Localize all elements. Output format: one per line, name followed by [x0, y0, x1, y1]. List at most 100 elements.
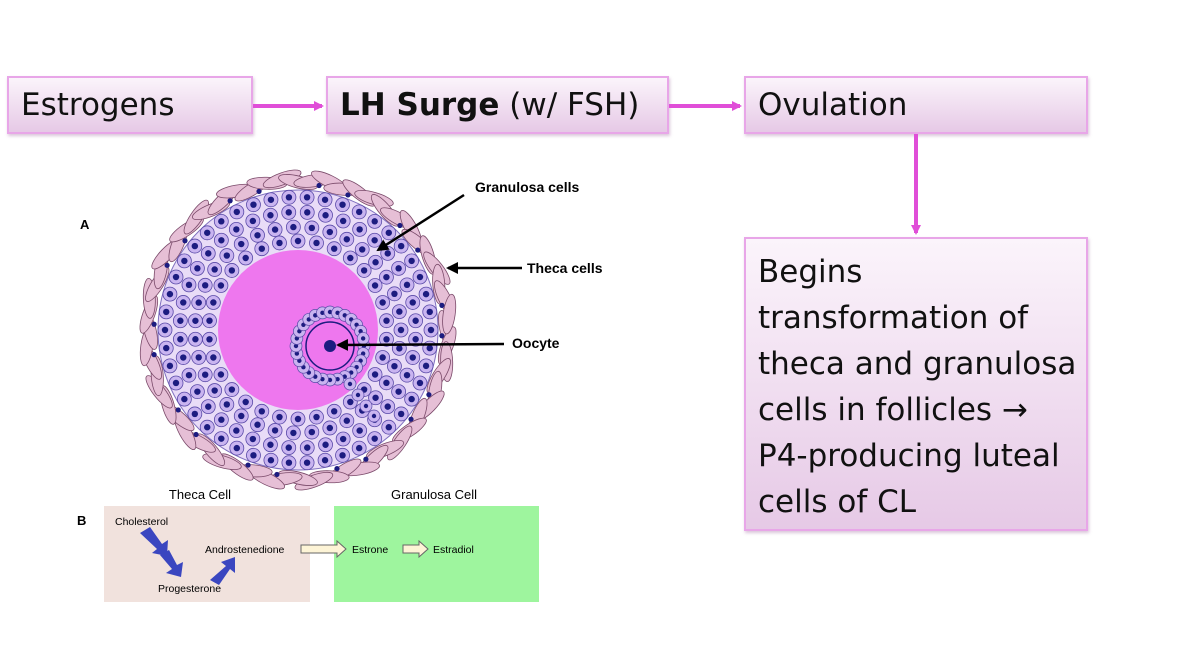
- granulosa-nucleus: [355, 208, 363, 216]
- granulosa-nucleus: [355, 444, 363, 452]
- granulosa-nucleus: [330, 245, 338, 252]
- granulosa-nucleus: [206, 317, 213, 324]
- cumulus-nucleus: [360, 336, 366, 341]
- granulosa-nucleus: [271, 226, 279, 233]
- granulosa-nucleus: [180, 354, 187, 361]
- androstenedione-label: Androstenedione: [205, 544, 285, 556]
- granulosa-nucleus: [204, 229, 211, 236]
- transformation-line: transformation of: [758, 300, 1029, 336]
- granulosa-nucleus: [395, 388, 402, 395]
- granulosa-nucleus: [191, 410, 199, 418]
- theca-nucleus: [256, 188, 262, 194]
- granulosa-nucleus: [321, 457, 329, 464]
- granulosa-nucleus: [383, 336, 390, 343]
- theca-nucleus: [363, 456, 369, 462]
- granulosa-cell-panel: [334, 506, 539, 602]
- granulosa-nucleus: [218, 416, 225, 423]
- theca-nucleus: [439, 333, 445, 339]
- cumulus-nucleus: [327, 377, 333, 383]
- granulosa-nucleus: [422, 362, 430, 370]
- granulosa-nucleus: [359, 246, 366, 253]
- estradiol-label: Estradiol: [433, 544, 474, 556]
- granulosa-nucleus: [285, 444, 292, 451]
- granulosa-nucleus: [194, 388, 201, 395]
- lh-surge-note: (w/ FSH): [499, 87, 640, 123]
- theca-nucleus: [345, 192, 351, 198]
- granulosa-nucleus: [161, 326, 169, 334]
- granulosa-nucleus: [202, 282, 209, 289]
- androstenedione-to-estrone-arrow: [300, 539, 347, 559]
- granulosa-nucleus: [249, 217, 257, 225]
- granulosa-nucleus: [217, 371, 225, 378]
- granulosa-nucleus: [313, 413, 320, 421]
- cumulus-nucleus: [320, 310, 325, 316]
- cumulus-cells: [289, 305, 381, 423]
- granulosa-nucleus: [396, 308, 403, 315]
- granulosa-nucleus: [211, 266, 218, 273]
- granulosa-nucleus: [242, 398, 249, 406]
- transformation-box: Begins transformation of theca and granu…: [744, 237, 1088, 531]
- panel-b-label: B: [77, 513, 86, 528]
- progesterone-to-androstenedione-arrow: [210, 557, 235, 585]
- granulosa-nucleus: [267, 457, 275, 464]
- granulosa-nucleus: [194, 265, 201, 272]
- granulosa-nucleus: [177, 336, 184, 343]
- granulosa-nucleus: [218, 435, 225, 442]
- granulosa-nucleus: [195, 354, 202, 361]
- granulosa-nucleus: [195, 299, 202, 306]
- cumulus-nucleus: [327, 309, 333, 315]
- granulosa-nucleus: [177, 317, 184, 324]
- estrogens-box: Estrogens: [7, 76, 253, 134]
- granulosa-nucleus: [233, 444, 241, 452]
- granulosa-nucleus: [356, 226, 363, 233]
- theca-cell-title: Theca Cell: [169, 487, 231, 502]
- granulosa-nucleus: [391, 362, 398, 370]
- oocyte-label: Oocyte: [512, 335, 560, 351]
- granulosa-nucleus: [408, 257, 415, 265]
- granulosa-nucleus: [204, 424, 211, 431]
- estrone-to-estradiol-arrow: [402, 539, 429, 559]
- granulosa-nucleus: [166, 290, 174, 298]
- cumulus-nucleus: [371, 413, 377, 419]
- granulosa-nucleus: [228, 267, 236, 274]
- granulosa-nucleus: [254, 421, 261, 428]
- granulosa-nucleus: [205, 403, 212, 410]
- granulosa-nucleus: [391, 290, 398, 298]
- granulosa-nucleus: [308, 428, 316, 436]
- granulosa-nucleus: [250, 452, 257, 459]
- granulosa-nucleus: [276, 239, 283, 247]
- granulosa-nucleus: [276, 413, 283, 421]
- granulosa-nucleus: [211, 387, 218, 394]
- theca-nucleus: [334, 466, 340, 472]
- granulosa-nucleus: [412, 336, 419, 343]
- cumulus-nucleus: [347, 381, 353, 387]
- granulosa-nucleus: [426, 344, 433, 352]
- granulosa-nucleus: [267, 441, 274, 448]
- progesterone-label: Progesterone: [158, 583, 221, 595]
- granulosa-nucleus: [422, 290, 430, 298]
- granulosa-nucleus: [426, 308, 433, 316]
- lh-surge-label: LH Surge: [340, 87, 500, 123]
- granulosa-nucleus: [322, 441, 329, 448]
- granulosa-nucleus: [285, 209, 292, 216]
- granulosa-nucleus: [343, 236, 351, 243]
- granulosa-nucleus: [383, 379, 390, 387]
- granulosa-nucleus: [192, 317, 199, 324]
- granulosa-nucleus: [181, 257, 188, 265]
- granulosa-nucleus: [185, 371, 193, 379]
- granulosa-nucleus: [397, 242, 405, 250]
- granulosa-nucleus: [409, 299, 416, 306]
- granulosa-nucleus: [217, 282, 225, 289]
- granulosa-nucleus: [238, 240, 245, 248]
- cumulus-nucleus: [363, 403, 369, 409]
- theca-cell-panel: [104, 506, 310, 602]
- theca-nucleus: [182, 238, 188, 244]
- granulosa-nucleus: [347, 254, 354, 262]
- granulosa-nucleus: [242, 254, 249, 262]
- ovulation-box: Ovulation: [744, 76, 1088, 134]
- granulosa-nucleus: [371, 218, 378, 225]
- theca-cell: [442, 293, 457, 335]
- granulosa-nucleus: [326, 228, 334, 236]
- granulosa-nucleus: [218, 218, 225, 225]
